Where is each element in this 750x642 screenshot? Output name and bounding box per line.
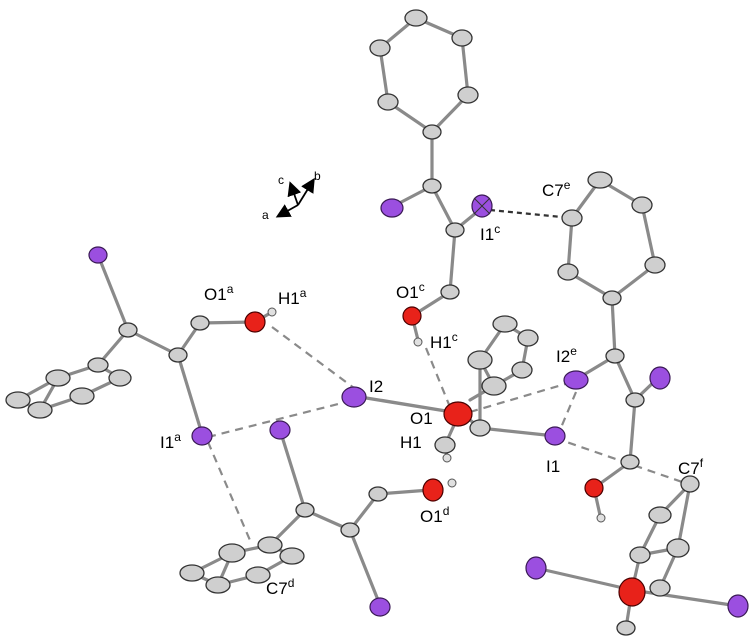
label-c7f: C7f [678, 456, 704, 478]
molecule-a [5, 246, 277, 446]
atom-labels: O1a H1a I2 I1a O1 H1 O1d C7d O1c H1c I1c… [160, 178, 704, 598]
label-o1a: O1a [204, 282, 234, 304]
label-h1: H1 [400, 433, 422, 452]
label-h1c: H1c [430, 330, 458, 352]
label-o1c: O1c [396, 280, 425, 302]
interaction-lines [206, 208, 689, 546]
axis-a-label: a [262, 208, 269, 222]
hbond-h1a-i2 [271, 326, 355, 389]
contact-i1a-i2 [207, 398, 355, 439]
label-i2e: I2e [556, 344, 577, 366]
label-c7e: C7e [542, 178, 571, 200]
label-o1d: O1d [420, 504, 449, 526]
molecule-c [369, 9, 493, 347]
contact-i2e-i1 [558, 391, 578, 431]
contact-i1c-c7e [489, 208, 573, 220]
axis-c-arrow [287, 181, 302, 206]
contact-i1a-c7d [206, 441, 254, 546]
molecule-central [341, 315, 566, 463]
molecule-e [557, 171, 671, 523]
axis-triad: a c b [262, 169, 321, 222]
axis-c-label: c [278, 173, 284, 187]
axis-b-label: b [314, 169, 321, 183]
molecule-f [525, 475, 749, 636]
label-i1c: I1c [480, 222, 500, 244]
label-c7d: C7d [266, 576, 294, 598]
bond-i2-o1 [352, 394, 454, 414]
label-i1a: I1a [160, 430, 181, 452]
label-o1: O1 [410, 409, 433, 428]
molecule-d [179, 420, 457, 617]
hbond-h1c-o1 [424, 347, 454, 413]
label-i2: I2 [369, 377, 383, 396]
axis-b-arrow [297, 177, 315, 206]
label-i1: I1 [546, 457, 560, 476]
label-h1a: H1a [278, 286, 307, 308]
contact-o1-i2e [469, 380, 573, 414]
axis-a-arrow [275, 204, 299, 218]
